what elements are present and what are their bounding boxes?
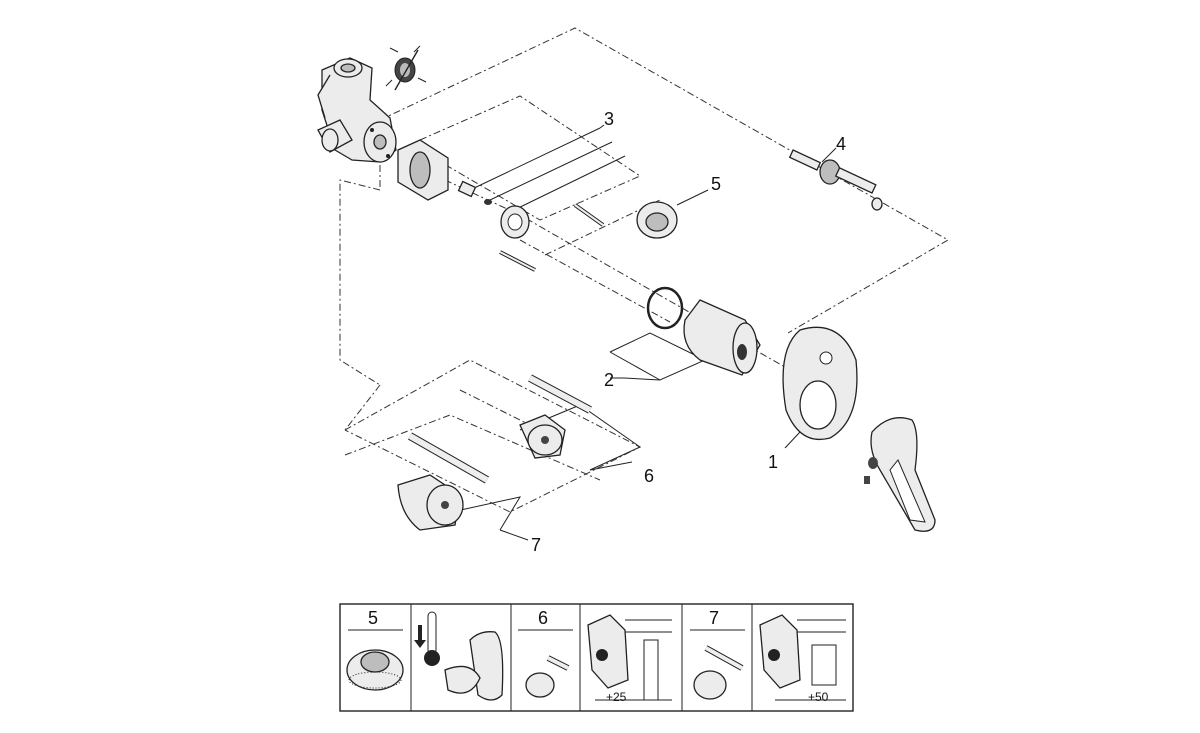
install-depth-icon: +25 — [587, 614, 672, 704]
valve-spindle — [788, 149, 883, 211]
callout-6: 6 — [644, 466, 654, 486]
o-ring — [646, 286, 684, 330]
callout-4: 4 — [836, 134, 846, 154]
table-label-6: 6 — [538, 608, 548, 628]
dimension-plus-50: +50 — [808, 690, 829, 704]
valve-body — [317, 57, 397, 163]
long-extension-icon — [693, 645, 744, 700]
not-included-symbol — [385, 45, 427, 91]
cover-plate — [782, 326, 858, 440]
callout-1: 1 — [768, 452, 778, 472]
lever-handle — [864, 417, 936, 532]
extension-set-6 — [519, 374, 592, 459]
table-label-5: 5 — [368, 608, 378, 628]
callouts: 1 2 3 4 5 6 7 — [531, 109, 846, 555]
screws — [499, 203, 605, 272]
guide-lines — [339, 27, 950, 513]
cap-icon — [346, 649, 404, 691]
dimension-plus-25: +25 — [606, 690, 627, 704]
bracket-6 — [519, 404, 642, 471]
callout-7: 7 — [531, 535, 541, 555]
installation-table: 5 6 +25 — [339, 603, 854, 712]
extension-set-7 — [397, 432, 489, 531]
temperature-handle-icon — [414, 611, 504, 701]
callout-3: 3 — [604, 109, 614, 129]
table-label-7: 7 — [709, 608, 719, 628]
install-depth-icon: +50 — [759, 614, 846, 704]
callout-5: 5 — [711, 174, 721, 194]
extension-sleeve — [683, 299, 761, 376]
short-extension-icon — [525, 655, 570, 698]
diverter-cartridge — [397, 139, 530, 239]
cap-part — [636, 201, 678, 239]
callout-2: 2 — [604, 370, 614, 390]
